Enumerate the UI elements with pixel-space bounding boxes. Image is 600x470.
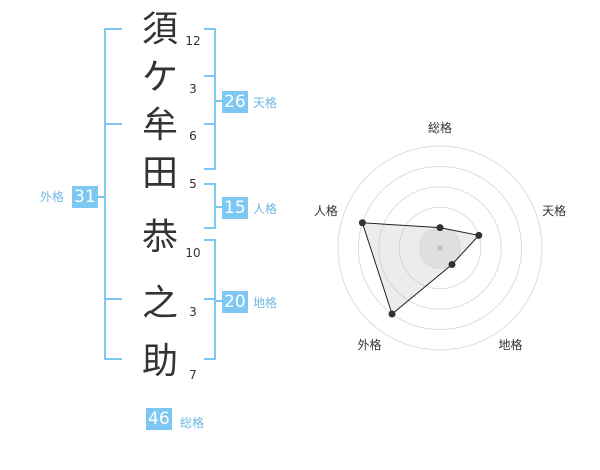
radar-point-3 bbox=[448, 261, 456, 269]
gaikaku-label: 外格 bbox=[40, 190, 65, 204]
radar-point-5 bbox=[358, 219, 366, 227]
tenkaku-bracket-tick bbox=[204, 75, 216, 77]
radar-shape bbox=[358, 219, 483, 318]
radar-axis-label-1: 総格 bbox=[428, 120, 452, 135]
tenkaku-label: 天格 bbox=[253, 96, 278, 110]
gaikaku-bracket bbox=[104, 28, 122, 360]
stroke-count-5: 10 bbox=[185, 246, 201, 260]
name-char-6: 之 bbox=[141, 283, 178, 324]
radar-grid-ring-5 bbox=[337, 145, 543, 351]
stroke-count-4: 5 bbox=[189, 177, 197, 191]
radar-grid-ring-2 bbox=[398, 206, 482, 290]
radar-point-4 bbox=[388, 310, 396, 318]
jinkaku-value-badge: 15 bbox=[222, 197, 248, 219]
tenkaku-bracket bbox=[204, 28, 216, 170]
chikaku-value-badge: 20 bbox=[222, 291, 248, 313]
radar-grid-ring-4 bbox=[357, 165, 523, 331]
stroke-count-2: 3 bbox=[189, 82, 197, 96]
stroke-count-7: 7 bbox=[189, 368, 197, 382]
radar-point-1 bbox=[436, 224, 444, 232]
gaikaku-value-badge: 31 bbox=[72, 186, 98, 208]
name-char-4: 田 bbox=[141, 153, 178, 194]
radar-polygon bbox=[361, 222, 480, 315]
jinkaku-label: 人格 bbox=[253, 202, 278, 216]
gaikaku-bracket-tick-2 bbox=[104, 298, 122, 300]
chikaku-connector bbox=[214, 300, 222, 302]
name-char-2: ケ bbox=[141, 57, 178, 98]
soukaku-label: 総格 bbox=[180, 416, 205, 430]
radar-axis-label-2: 天格 bbox=[542, 203, 566, 218]
chikaku-label: 地格 bbox=[253, 296, 278, 310]
radar-axis-label-3: 地格 bbox=[499, 337, 523, 352]
stroke-count-6: 3 bbox=[189, 305, 197, 319]
tenkaku-value-badge: 26 bbox=[222, 91, 248, 113]
tenkaku-connector bbox=[214, 100, 222, 102]
radar-axis-label-5: 人格 bbox=[314, 203, 338, 218]
radar-axis-label-4: 外格 bbox=[357, 337, 381, 352]
name-char-3: 牟 bbox=[141, 105, 178, 146]
radar-grid bbox=[337, 145, 543, 351]
name-char-1: 須 bbox=[141, 9, 178, 50]
chikaku-bracket-tick bbox=[204, 298, 216, 300]
name-char-7: 助 bbox=[141, 341, 178, 382]
gaikaku-connector bbox=[98, 196, 106, 198]
radar-center-dot bbox=[437, 245, 443, 251]
gaikaku-bracket-tick-1 bbox=[104, 123, 122, 125]
jinkaku-connector bbox=[214, 206, 222, 208]
radar-grid-ring-3 bbox=[378, 186, 502, 310]
soukaku-value-badge: 46 bbox=[146, 408, 172, 430]
tenkaku-bracket-tick-2 bbox=[204, 123, 216, 125]
stroke-count-1: 12 bbox=[185, 34, 201, 48]
radar-point-2 bbox=[475, 231, 483, 239]
stroke-count-3: 6 bbox=[189, 129, 197, 143]
name-char-5: 恭 bbox=[141, 217, 178, 258]
